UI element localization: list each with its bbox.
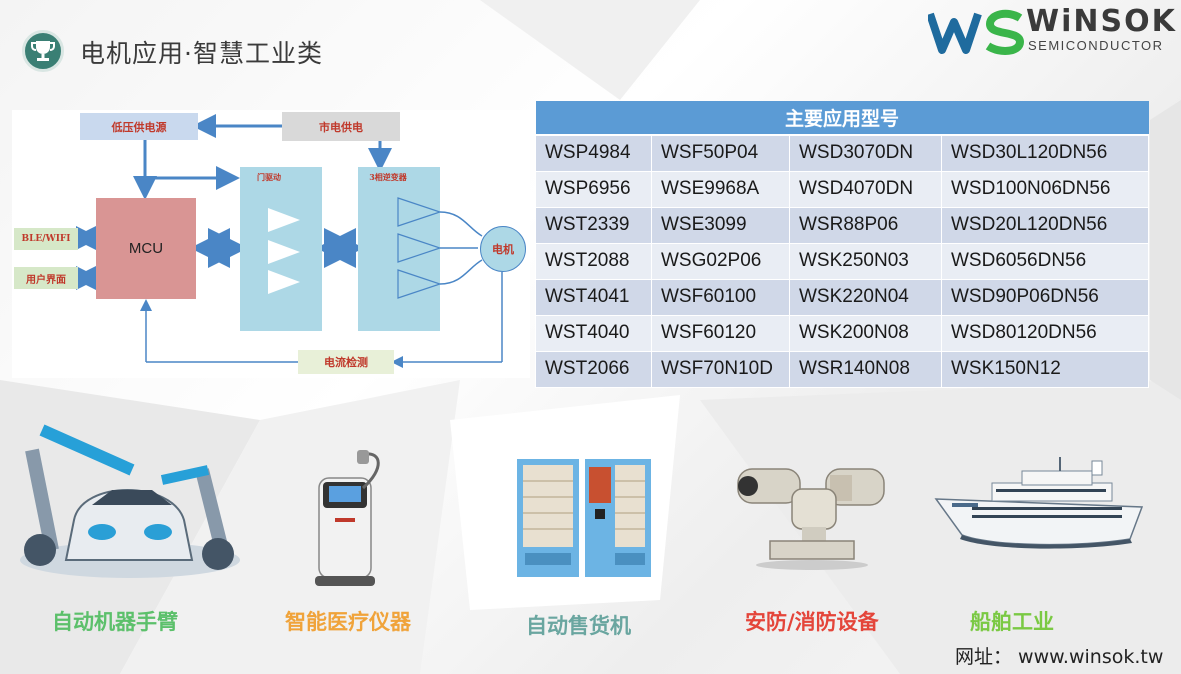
model-cell: WSD90P06DN56: [941, 278, 1149, 316]
model-cell: WSD80120DN56: [941, 314, 1149, 352]
user-interface-box: 用户界面: [14, 267, 78, 289]
motor-circle: 电机: [480, 226, 526, 272]
inverter-box: 3相逆变器: [358, 167, 440, 331]
model-cell: WSP6956: [535, 170, 652, 208]
trophy-icon: [22, 30, 64, 72]
ble-wifi-box: BLE/WIFI: [14, 228, 78, 250]
inverter-triangles: [397, 197, 440, 299]
model-cell: WST4041: [535, 278, 652, 316]
model-cell: WSF60120: [651, 314, 790, 352]
logo-wordmark: WiNSOK: [1026, 4, 1177, 39]
security-camera-image: [737, 468, 885, 570]
model-cell: WSF60100: [651, 278, 790, 316]
logo-subtitle: SEMICONDUCTOR: [1028, 38, 1164, 53]
website-url[interactable]: 网址： www.winsok.tw: [955, 646, 1164, 668]
table-header: 主要应用型号: [535, 101, 1149, 136]
model-cell: WSG02P06: [651, 242, 790, 280]
model-cell: WSE3099: [651, 206, 790, 244]
current-sense-box: 电流检测: [298, 350, 394, 374]
mains-supply-box: 市电供电: [282, 112, 400, 141]
model-cell: WSK220N04: [789, 278, 942, 316]
model-cell: WSD4070DN: [789, 170, 942, 208]
gate-driver-label: 门驱动: [257, 171, 281, 182]
vending-machine-image: [517, 459, 651, 577]
model-cell: WSK150N12: [941, 350, 1149, 388]
model-cell: WST2088: [535, 242, 652, 280]
winsok-logo: [928, 9, 1025, 55]
robot-arm-car-image: [20, 424, 240, 578]
model-cell: WSF50P04: [651, 134, 790, 172]
mcu-box: MCU: [96, 198, 196, 299]
app-label-ship: 船舶工业: [970, 610, 1054, 634]
model-cell: WSD3070DN: [789, 134, 942, 172]
model-cell: WSD6056DN56: [941, 242, 1149, 280]
model-cell: WST2339: [535, 206, 652, 244]
model-cell: WSF70N10D: [651, 350, 790, 388]
model-cell: WSD20L120DN56: [941, 206, 1149, 244]
page-title: 电机应用·智慧工业类: [80, 39, 323, 68]
model-cell: WSE9968A: [651, 170, 790, 208]
model-cell: WSK200N08: [789, 314, 942, 352]
model-cell: WST2066: [535, 350, 652, 388]
model-cell: WSD30L120DN56: [941, 134, 1149, 172]
gate-driver-triangles: [268, 208, 300, 294]
model-cell: WSD100N06DN56: [941, 170, 1149, 208]
model-cell: WSK250N03: [789, 242, 942, 280]
model-cell: WST4040: [535, 314, 652, 352]
app-label-medical: 智能医疗仪器: [285, 610, 411, 634]
model-cell: WSR88P06: [789, 206, 942, 244]
app-label-vending: 自动售货机: [526, 614, 631, 638]
inverter-label: 3相逆变器: [369, 171, 407, 182]
app-label-security: 安防/消防设备: [745, 610, 879, 634]
model-cell: WSR140N08: [789, 350, 942, 388]
cruise-ship-image: [934, 457, 1144, 549]
medical-device-image: [315, 450, 380, 586]
model-cell: WSP4984: [535, 134, 652, 172]
low-voltage-supply-box: 低压供电源: [80, 113, 198, 140]
app-label-robot-arm: 自动机器手臂: [52, 610, 178, 634]
motor-control-block-diagram: 低压供电源 市电供电 MCU 门驱动 3相逆变器 电机 BLE/WIFI 用户界…: [12, 110, 530, 378]
